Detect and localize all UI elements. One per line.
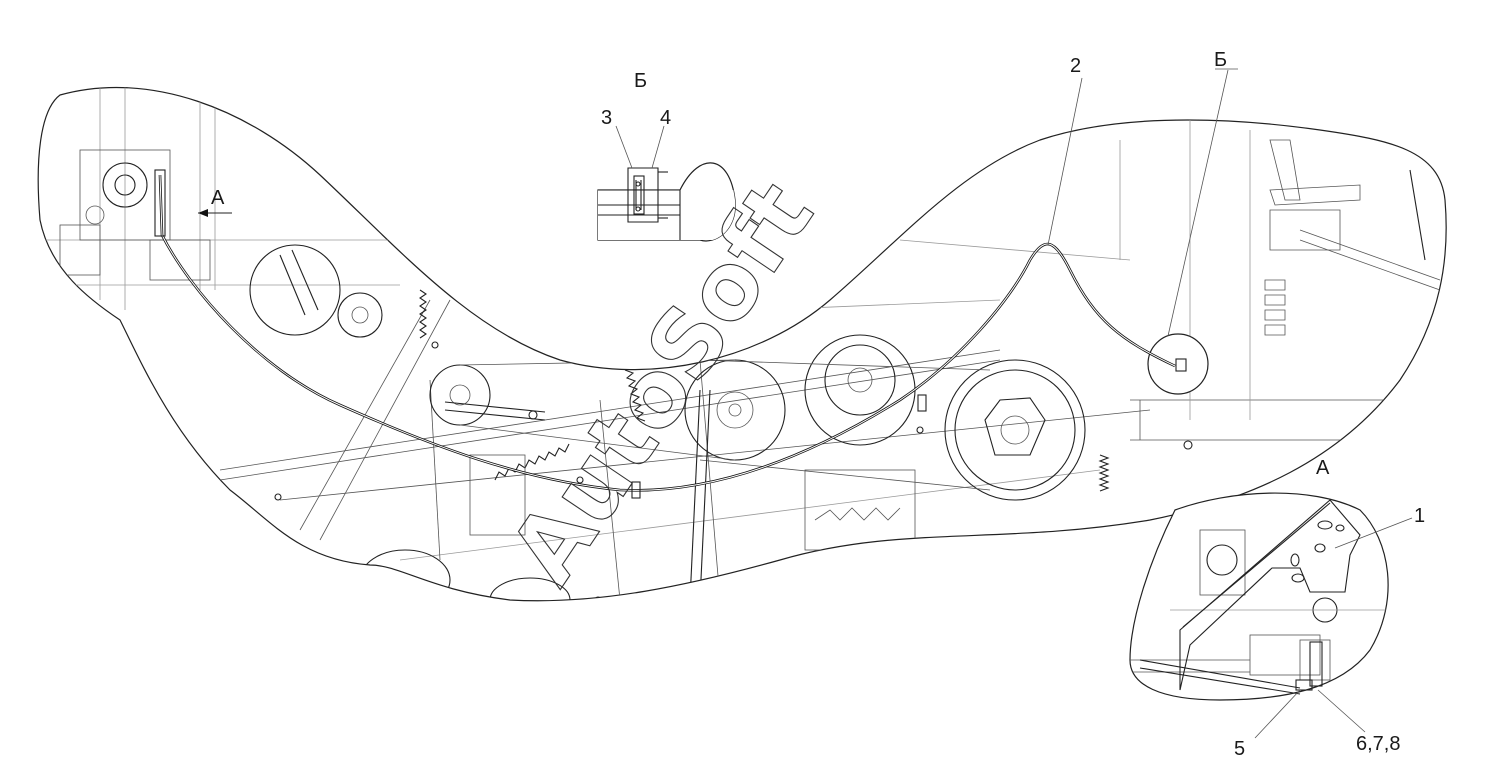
main-view-outline — [37, 86, 1447, 602]
frame-lines — [40, 87, 1447, 601]
view-a-arrow-label: А — [211, 187, 225, 209]
callout-1: 1 — [1414, 505, 1425, 527]
callout-3: 3 — [601, 107, 612, 129]
callout-5: 5 — [1234, 738, 1245, 760]
detail-b-view: Б 3 4 — [597, 70, 736, 242]
detail-a-cable-end — [1139, 641, 1323, 695]
detail-a-view: А 1 — [1129, 457, 1425, 760]
callout-6-7-8: 6,7,8 — [1356, 733, 1400, 755]
tension-spring-3 — [494, 443, 570, 481]
tension-spring-4 — [1098, 454, 1110, 492]
pulley-left — [249, 244, 341, 336]
detail-b-title: Б — [634, 70, 647, 92]
view-a-arrow: А — [198, 187, 232, 217]
tension-spring-1 — [419, 289, 427, 339]
gearbox-housing — [59, 149, 211, 281]
detail-b-bushing — [627, 167, 668, 223]
main-view: А — [37, 86, 1447, 602]
cab-seat — [1264, 139, 1441, 336]
tension-spring-2 — [624, 369, 646, 422]
pulley-right-large — [944, 359, 1086, 501]
levers — [444, 389, 916, 601]
main-callouts: 2 Б — [1047, 49, 1238, 337]
detail-a-internals — [1130, 529, 1389, 681]
detail-a-title: А — [1316, 457, 1330, 479]
cable-2 — [154, 169, 1187, 499]
detail-b-leader-label: Б — [1214, 49, 1227, 71]
pulley-small — [337, 292, 383, 338]
detail-b-marker — [1147, 333, 1209, 395]
callout-2: 2 — [1070, 55, 1081, 77]
bracket-1 — [1179, 499, 1361, 691]
callout-4: 4 — [660, 107, 671, 129]
machine-internals — [40, 87, 1447, 601]
